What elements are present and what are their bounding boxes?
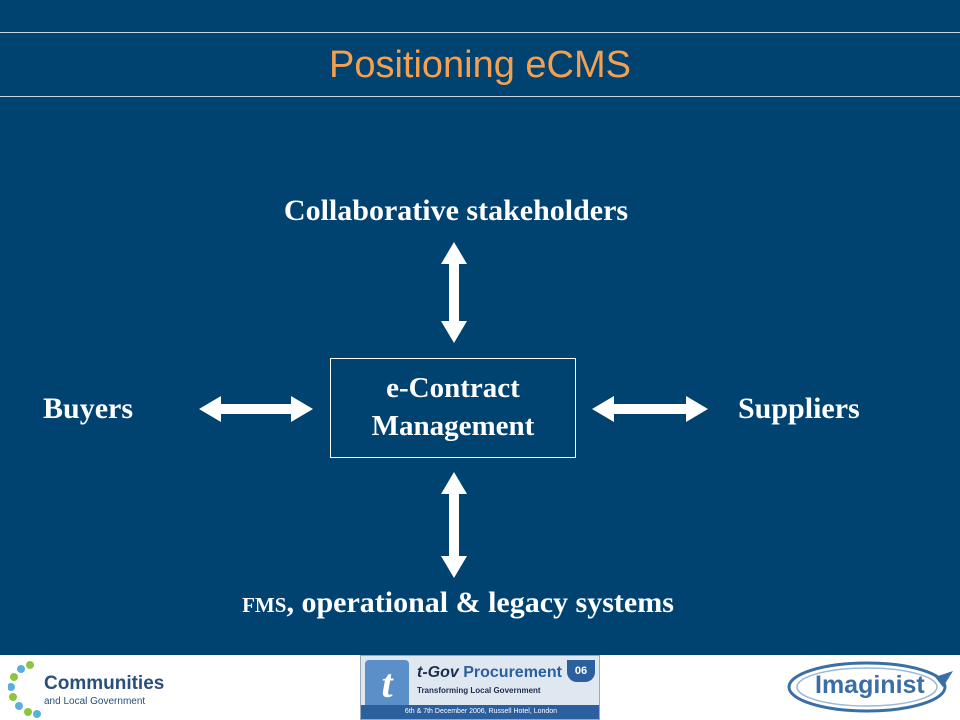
arrow-right <box>592 396 708 422</box>
center-box: e-Contract Management <box>330 358 576 458</box>
tgov-dates: 6th & 7th December 2006, Russell Hotel, … <box>361 705 599 719</box>
node-top-label: Collaborative stakeholders <box>283 194 629 227</box>
swoosh-icon <box>787 661 953 713</box>
communities-logo-name: Communities <box>44 673 165 694</box>
tgov-procurement-logo: t t-Gov Procurement Transforming Local G… <box>360 655 600 720</box>
node-bottom-prefix: FMS <box>242 593 287 617</box>
node-bottom-label: FMS, operational & legacy systems <box>0 586 916 620</box>
arrow-bottom <box>441 472 467 578</box>
communities-logo: Communities and Local Government <box>8 657 208 719</box>
tgov-badge: 06 <box>567 660 595 682</box>
arrow-left <box>199 396 313 422</box>
title-rule-bottom <box>0 96 960 97</box>
node-bottom-rest: , operational & legacy systems <box>286 586 674 619</box>
slide-background: Positioning eCMS Collaborative stakehold… <box>0 0 960 655</box>
center-line-2: Management <box>371 410 535 442</box>
node-right-label: Suppliers <box>738 392 860 425</box>
slide-title: Positioning eCMS <box>328 44 632 86</box>
communities-logo-subtitle: and Local Government <box>44 696 146 707</box>
tgov-subtitle: Transforming Local Government <box>417 686 541 695</box>
arrows <box>199 242 708 578</box>
dot-ring-icon <box>8 661 41 718</box>
node-left-label: Buyers <box>43 392 133 425</box>
tgov-title: t-Gov Procurement <box>417 664 562 681</box>
footer: Communities and Local Government t t-Gov… <box>0 655 960 720</box>
tgov-t-mark: t <box>365 660 409 708</box>
arrow-top <box>441 242 467 343</box>
imaginist-logo: Imaginist <box>785 657 955 719</box>
title-rule-top <box>0 32 960 33</box>
center-line-1: e-Contract <box>386 372 520 404</box>
imaginist-logo-name: Imaginist <box>815 671 925 699</box>
